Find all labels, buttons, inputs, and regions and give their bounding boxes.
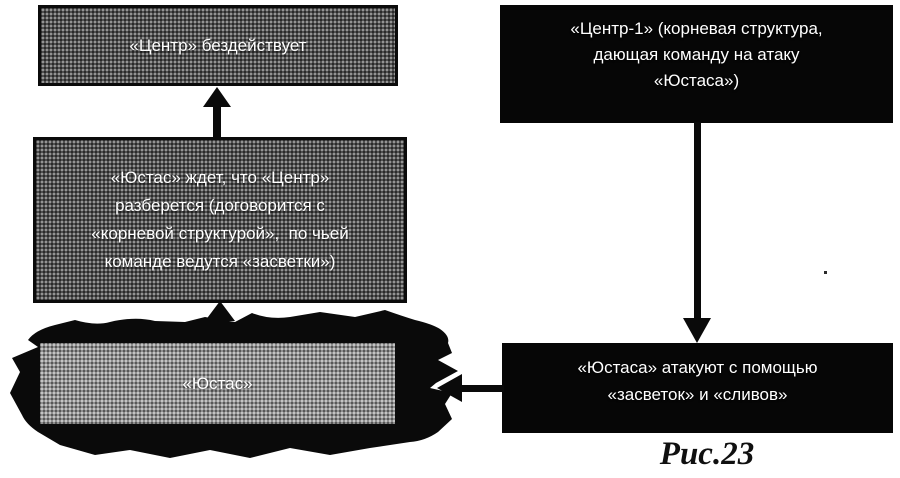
box-center1: «Центр-1» (корневая структура, дающая ко… <box>500 5 893 123</box>
box-center-idle: «Центр» бездействует <box>38 5 398 86</box>
box-center1-label: «Центр-1» (корневая структура, дающая ко… <box>570 19 823 90</box>
figure-caption: Рис.23 <box>659 436 755 472</box>
scan-speck <box>824 271 827 274</box>
arrow-attack-to-justas <box>437 374 504 402</box>
box-justas-waits: «Юстас» ждет, что «Центр» разберется (до… <box>33 137 407 303</box>
arrow-center1-to-attack <box>683 122 711 343</box>
box-justas-waits-label: «Юстас» ждет, что «Центр» разберется (до… <box>91 168 349 271</box>
box-attack-label: «Юстаса» атакуют с помощью «засветок» и … <box>577 358 818 404</box>
box-center-idle-label: «Центр» бездействует <box>129 36 307 55</box>
arrow-justas-to-justas-waits <box>205 301 235 321</box>
arrow-justas-waits-to-center-idle <box>203 87 231 139</box>
box-attack: «Юстаса» атакуют с помощью «засветок» и … <box>502 343 893 433</box>
box-justas-label: «Юстас» <box>182 374 253 393</box>
box-justas: «Юстас» <box>40 343 395 424</box>
